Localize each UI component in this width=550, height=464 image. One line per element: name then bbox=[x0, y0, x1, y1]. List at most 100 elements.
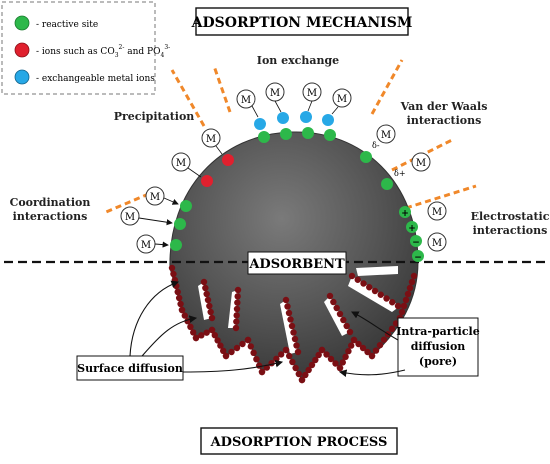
pore-dot bbox=[327, 355, 335, 363]
svg-text:M: M bbox=[150, 192, 160, 203]
pore-dot bbox=[174, 288, 181, 296]
bottom-title: ADSORPTION PROCESS bbox=[210, 435, 388, 450]
pore-dot bbox=[293, 342, 300, 349]
pore-dot bbox=[302, 371, 309, 379]
pore-dot bbox=[234, 299, 241, 306]
intra-diffusion-box: Intra-particle diffusion (pore) bbox=[396, 317, 480, 377]
page-title: ADSORPTION MECHANISM bbox=[191, 15, 413, 31]
pore-dot bbox=[389, 299, 396, 306]
pore-dot bbox=[203, 290, 210, 298]
pore-dot bbox=[336, 310, 344, 318]
pore-dot bbox=[371, 287, 379, 295]
pore-dot bbox=[366, 284, 373, 291]
pore-dot bbox=[187, 323, 194, 330]
pore-dot bbox=[214, 337, 221, 344]
coordination-label-line1: Coordination bbox=[10, 196, 91, 209]
pore-dot bbox=[410, 272, 418, 280]
reactive-site-dot bbox=[258, 131, 270, 143]
pore-dot bbox=[217, 342, 224, 349]
ion-exchange-group: M M M M bbox=[236, 82, 352, 143]
pore-dot bbox=[287, 316, 294, 323]
pore-dot bbox=[359, 344, 367, 352]
pore-dot bbox=[333, 304, 340, 312]
pore-dot bbox=[203, 329, 210, 336]
pore-dot bbox=[346, 328, 354, 336]
svg-text:M: M bbox=[270, 88, 280, 99]
pore-dot bbox=[298, 376, 306, 384]
electrostatic-label-line2: interactions bbox=[473, 224, 548, 237]
surface-diffusion-box: Surface diffusion bbox=[76, 355, 184, 381]
legend-exchange-dot bbox=[14, 69, 30, 85]
pore-dot bbox=[376, 341, 384, 349]
pore-dot bbox=[380, 336, 388, 343]
exchange-ion-dot bbox=[277, 112, 289, 124]
pore-dot bbox=[342, 353, 349, 360]
legend-anion-label: - ions such as CO32- and PO43- bbox=[36, 44, 170, 59]
ion-exchange-label: Ion exchange bbox=[257, 54, 339, 67]
pore-dot bbox=[318, 346, 326, 354]
pore-dot bbox=[402, 296, 410, 304]
reactive-site-dot bbox=[410, 235, 422, 247]
svg-text:δ+: δ+ bbox=[394, 169, 406, 178]
pore-dot bbox=[377, 291, 384, 298]
anion-dot bbox=[222, 154, 234, 166]
intra-diffusion-label-1: Intra-particle bbox=[396, 325, 479, 338]
pore-dot bbox=[348, 272, 356, 280]
pore-dot bbox=[204, 296, 212, 304]
reactive-site-dot bbox=[360, 151, 372, 163]
vdw-label-line2: interactions bbox=[407, 114, 482, 127]
legend-exchange-label: - exchangeable metal ions bbox=[36, 74, 155, 84]
pore-dot bbox=[222, 352, 230, 360]
svg-text:M: M bbox=[416, 158, 426, 169]
pore-dot bbox=[190, 329, 197, 336]
pore-dot bbox=[247, 343, 254, 350]
pore-dot bbox=[285, 309, 293, 317]
exchange-ion-dot bbox=[254, 118, 266, 130]
pore-dot bbox=[383, 295, 390, 302]
svg-text:M: M bbox=[381, 130, 391, 141]
pore-dot bbox=[354, 276, 361, 283]
pore-dot bbox=[177, 300, 184, 308]
reactive-site-dot bbox=[170, 239, 182, 251]
pore-dot bbox=[239, 340, 246, 348]
pore-dot bbox=[258, 368, 266, 376]
metal-ion: M bbox=[145, 186, 165, 206]
pore-dot bbox=[282, 296, 290, 304]
pore-dot bbox=[290, 329, 297, 336]
metal-ion: M bbox=[201, 128, 221, 148]
svg-text:M: M bbox=[141, 240, 151, 251]
pore-dot bbox=[388, 325, 396, 333]
pore-dot bbox=[206, 302, 213, 310]
svg-text:+: + bbox=[401, 209, 409, 219]
pore-dot bbox=[364, 348, 371, 356]
pore-dot bbox=[192, 334, 200, 342]
pore-dot bbox=[305, 366, 312, 374]
anion-dot bbox=[201, 175, 213, 187]
pore-dot bbox=[244, 336, 252, 344]
metal-ion: M bbox=[376, 124, 396, 144]
pore-dot bbox=[323, 351, 330, 358]
van-der-waals-group: δ- δ+ M M bbox=[360, 124, 431, 190]
pore-dot bbox=[282, 346, 290, 354]
pore-dot bbox=[208, 326, 216, 334]
pore-dot bbox=[232, 324, 240, 332]
pore-dot bbox=[278, 351, 285, 358]
pore-dot bbox=[233, 305, 241, 313]
metal-ion: M bbox=[236, 89, 256, 109]
pore-dot bbox=[368, 352, 376, 360]
metal-ion: M bbox=[171, 152, 191, 172]
pore-dot bbox=[406, 284, 414, 292]
pore-dot bbox=[256, 362, 263, 369]
svg-text:M: M bbox=[307, 88, 317, 99]
intra-diffusion-label-2: diffusion bbox=[411, 340, 466, 353]
bottom-title-box: ADSORPTION PROCESS bbox=[200, 427, 398, 455]
pore-dot bbox=[233, 344, 241, 352]
pore-dot bbox=[355, 340, 362, 348]
metal-ion: M bbox=[120, 206, 140, 226]
metal-ion: M bbox=[427, 232, 447, 252]
svg-text:M: M bbox=[241, 95, 251, 106]
pore-dot bbox=[330, 298, 337, 306]
svg-text:δ-: δ- bbox=[372, 141, 380, 150]
precipitation-label: Precipitation bbox=[114, 110, 195, 123]
